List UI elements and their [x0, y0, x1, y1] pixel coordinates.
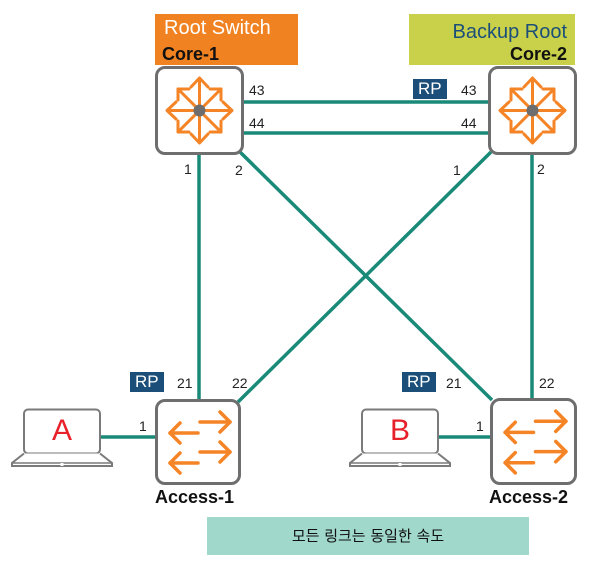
host-b-laptop[interactable]: B: [348, 408, 452, 468]
port-core2-1: 1: [453, 162, 461, 178]
port-core2-43: 43: [461, 82, 477, 98]
laptop-icon: [349, 408, 451, 467]
link-speed-note-text: 모든 링크는 동일한 속도: [291, 527, 445, 545]
port-core1-44: 44: [249, 115, 265, 131]
host-b-label: B: [389, 414, 410, 447]
access2-name: Access-2: [489, 487, 569, 507]
core1-role-label: Root Switch Core-1: [155, 14, 298, 65]
port-access2-22: 22: [539, 375, 555, 391]
link-core2-1-access1-22: [236, 150, 493, 404]
port-access2-1: 1: [476, 418, 484, 434]
access2-switch[interactable]: [490, 398, 577, 485]
access1-name: Access-1: [155, 487, 235, 507]
core1-switch[interactable]: [155, 66, 244, 155]
core1-name: Core-1: [162, 44, 220, 64]
root-port-badge-access1-21: RP: [130, 372, 164, 392]
port-access1-1: 1: [139, 418, 147, 434]
port-access2-21: 21: [446, 375, 462, 391]
layer2-switch-icon: [503, 409, 568, 475]
access1-switch[interactable]: [155, 399, 241, 485]
port-access1-21: 21: [177, 375, 193, 391]
core2-switch[interactable]: [488, 66, 577, 155]
laptop-icon: [11, 408, 113, 467]
port-core2-44: 44: [461, 115, 477, 131]
layer3-switch-icon: [498, 76, 567, 145]
root-port-badge-access2-21: RP: [402, 372, 436, 392]
port-access1-22: 22: [232, 375, 248, 391]
port-core2-2: 2: [537, 161, 545, 177]
host-a-laptop[interactable]: A: [10, 408, 114, 468]
root-port-badge-core2-43: RP: [413, 79, 447, 99]
core2-role-text: Backup Root: [452, 21, 567, 43]
port-core1-43: 43: [249, 82, 265, 98]
layer2-switch-icon: [168, 410, 232, 475]
core2-role-label: Backup Root Core-2: [409, 14, 575, 65]
link-speed-note: 모든 링크는 동일한 속도: [207, 517, 529, 555]
port-core1-2: 2: [235, 162, 243, 178]
layer3-switch-icon: [165, 76, 234, 145]
core1-role-text: Root Switch: [164, 17, 271, 39]
host-a-label: A: [51, 414, 72, 447]
port-core1-1: 1: [184, 161, 192, 177]
core2-name: Core-2: [509, 44, 567, 64]
